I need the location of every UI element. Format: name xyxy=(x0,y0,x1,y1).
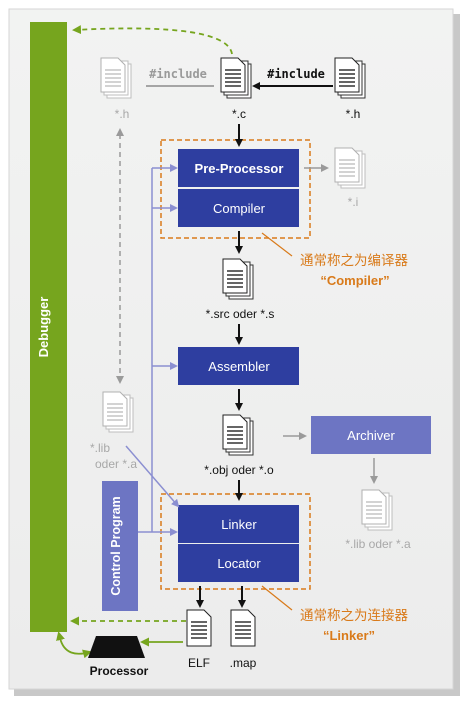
linker-annotation-line2: “Linker” xyxy=(323,628,375,643)
processor-label: Processor xyxy=(90,664,149,678)
lib-right-label: *.lib oder *.a xyxy=(345,537,411,551)
h-left-label: *.h xyxy=(115,107,130,121)
debugger-processor-arrow xyxy=(56,631,92,659)
map-file-icon xyxy=(230,609,256,647)
debugger-bar xyxy=(30,22,67,632)
elf-label: ELF xyxy=(188,656,210,670)
h-right-file-icon xyxy=(334,57,366,99)
lib-left-label-line1: *.lib xyxy=(90,441,110,455)
compiler-annotation-line1: 通常称之为编译器 xyxy=(300,253,408,269)
control-program-bar xyxy=(102,481,138,611)
obj-label: *.obj oder *.o xyxy=(204,463,274,477)
debugger-source-arrow xyxy=(72,25,233,55)
i-file-icon xyxy=(334,147,366,189)
gray-arrows xyxy=(116,128,378,484)
map-label: .map xyxy=(230,656,257,670)
include-left-label: #include xyxy=(149,67,207,81)
archiver-box[interactable] xyxy=(311,416,431,454)
compiler-annotation-line2: “Compiler” xyxy=(320,273,389,288)
main-flow-arrows xyxy=(196,124,246,608)
compiler-label: Compiler xyxy=(213,201,266,216)
linker-box[interactable] xyxy=(178,505,299,543)
src-label: *.src oder *.s xyxy=(206,307,275,321)
lib-left-file-icon xyxy=(102,391,134,433)
control-program-label: Control Program xyxy=(109,496,123,595)
linker-label: Linker xyxy=(221,517,257,532)
control-connectors xyxy=(125,164,180,536)
c-label: *.c xyxy=(232,107,246,121)
preprocessor-label: Pre-Processor xyxy=(195,161,284,176)
h-right-label: *.h xyxy=(346,107,361,121)
compiler-annotation-leader xyxy=(261,232,293,257)
locator-box[interactable] xyxy=(178,544,299,582)
assembler-box[interactable] xyxy=(178,347,299,385)
i-label: *.i xyxy=(348,195,359,209)
src-file-icon xyxy=(222,258,254,300)
processor-chip-icon xyxy=(88,636,145,658)
locator-label: Locator xyxy=(217,556,261,571)
debugger-label: Debugger xyxy=(36,297,51,358)
archiver-label: Archiver xyxy=(347,428,395,443)
lib-right-file-icon xyxy=(361,489,393,531)
preprocessor-box[interactable] xyxy=(178,149,299,187)
h-left-file-icon xyxy=(100,57,132,99)
obj-file-icon xyxy=(222,414,254,456)
assembler-label: Assembler xyxy=(208,359,270,374)
compiler-box[interactable] xyxy=(178,189,299,227)
elf-file-icon xyxy=(186,609,212,647)
linker-annotation-line1: 通常称之为连接器 xyxy=(300,607,408,624)
lib-left-label-line2: oder *.a xyxy=(95,457,137,471)
linker-annotation-leader xyxy=(261,585,293,611)
c-file-icon xyxy=(220,57,252,99)
include-right-label: #include xyxy=(267,67,325,81)
